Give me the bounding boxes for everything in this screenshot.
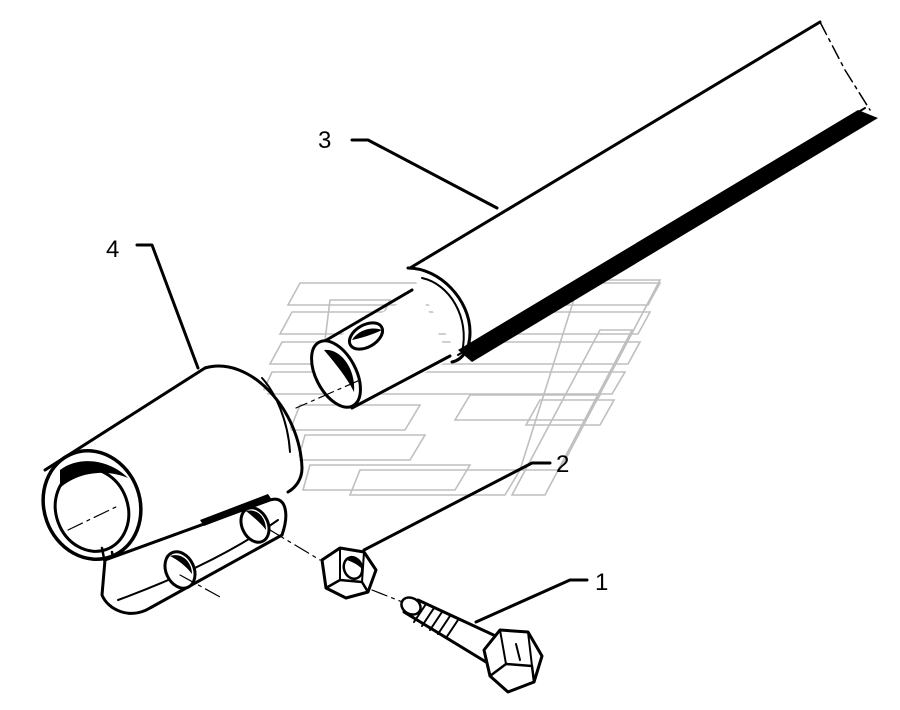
callout-number-3: 3 — [318, 127, 331, 154]
callout-number-4: 4 — [106, 236, 119, 263]
callout-number-2: 2 — [556, 451, 569, 478]
shaft-part — [295, 20, 878, 410]
leader-line-1 — [474, 578, 589, 624]
callout-number-1: 1 — [595, 569, 608, 596]
clamp-coupling-part — [41, 364, 321, 615]
leader-line-4 — [135, 243, 200, 370]
nut-part — [320, 546, 378, 600]
leader-lines — [135, 138, 589, 624]
leader-line-3 — [350, 138, 499, 210]
bolt-part — [371, 589, 544, 694]
leader-line-2 — [362, 461, 552, 552]
callout-labels: 3 4 2 1 — [106, 127, 608, 596]
